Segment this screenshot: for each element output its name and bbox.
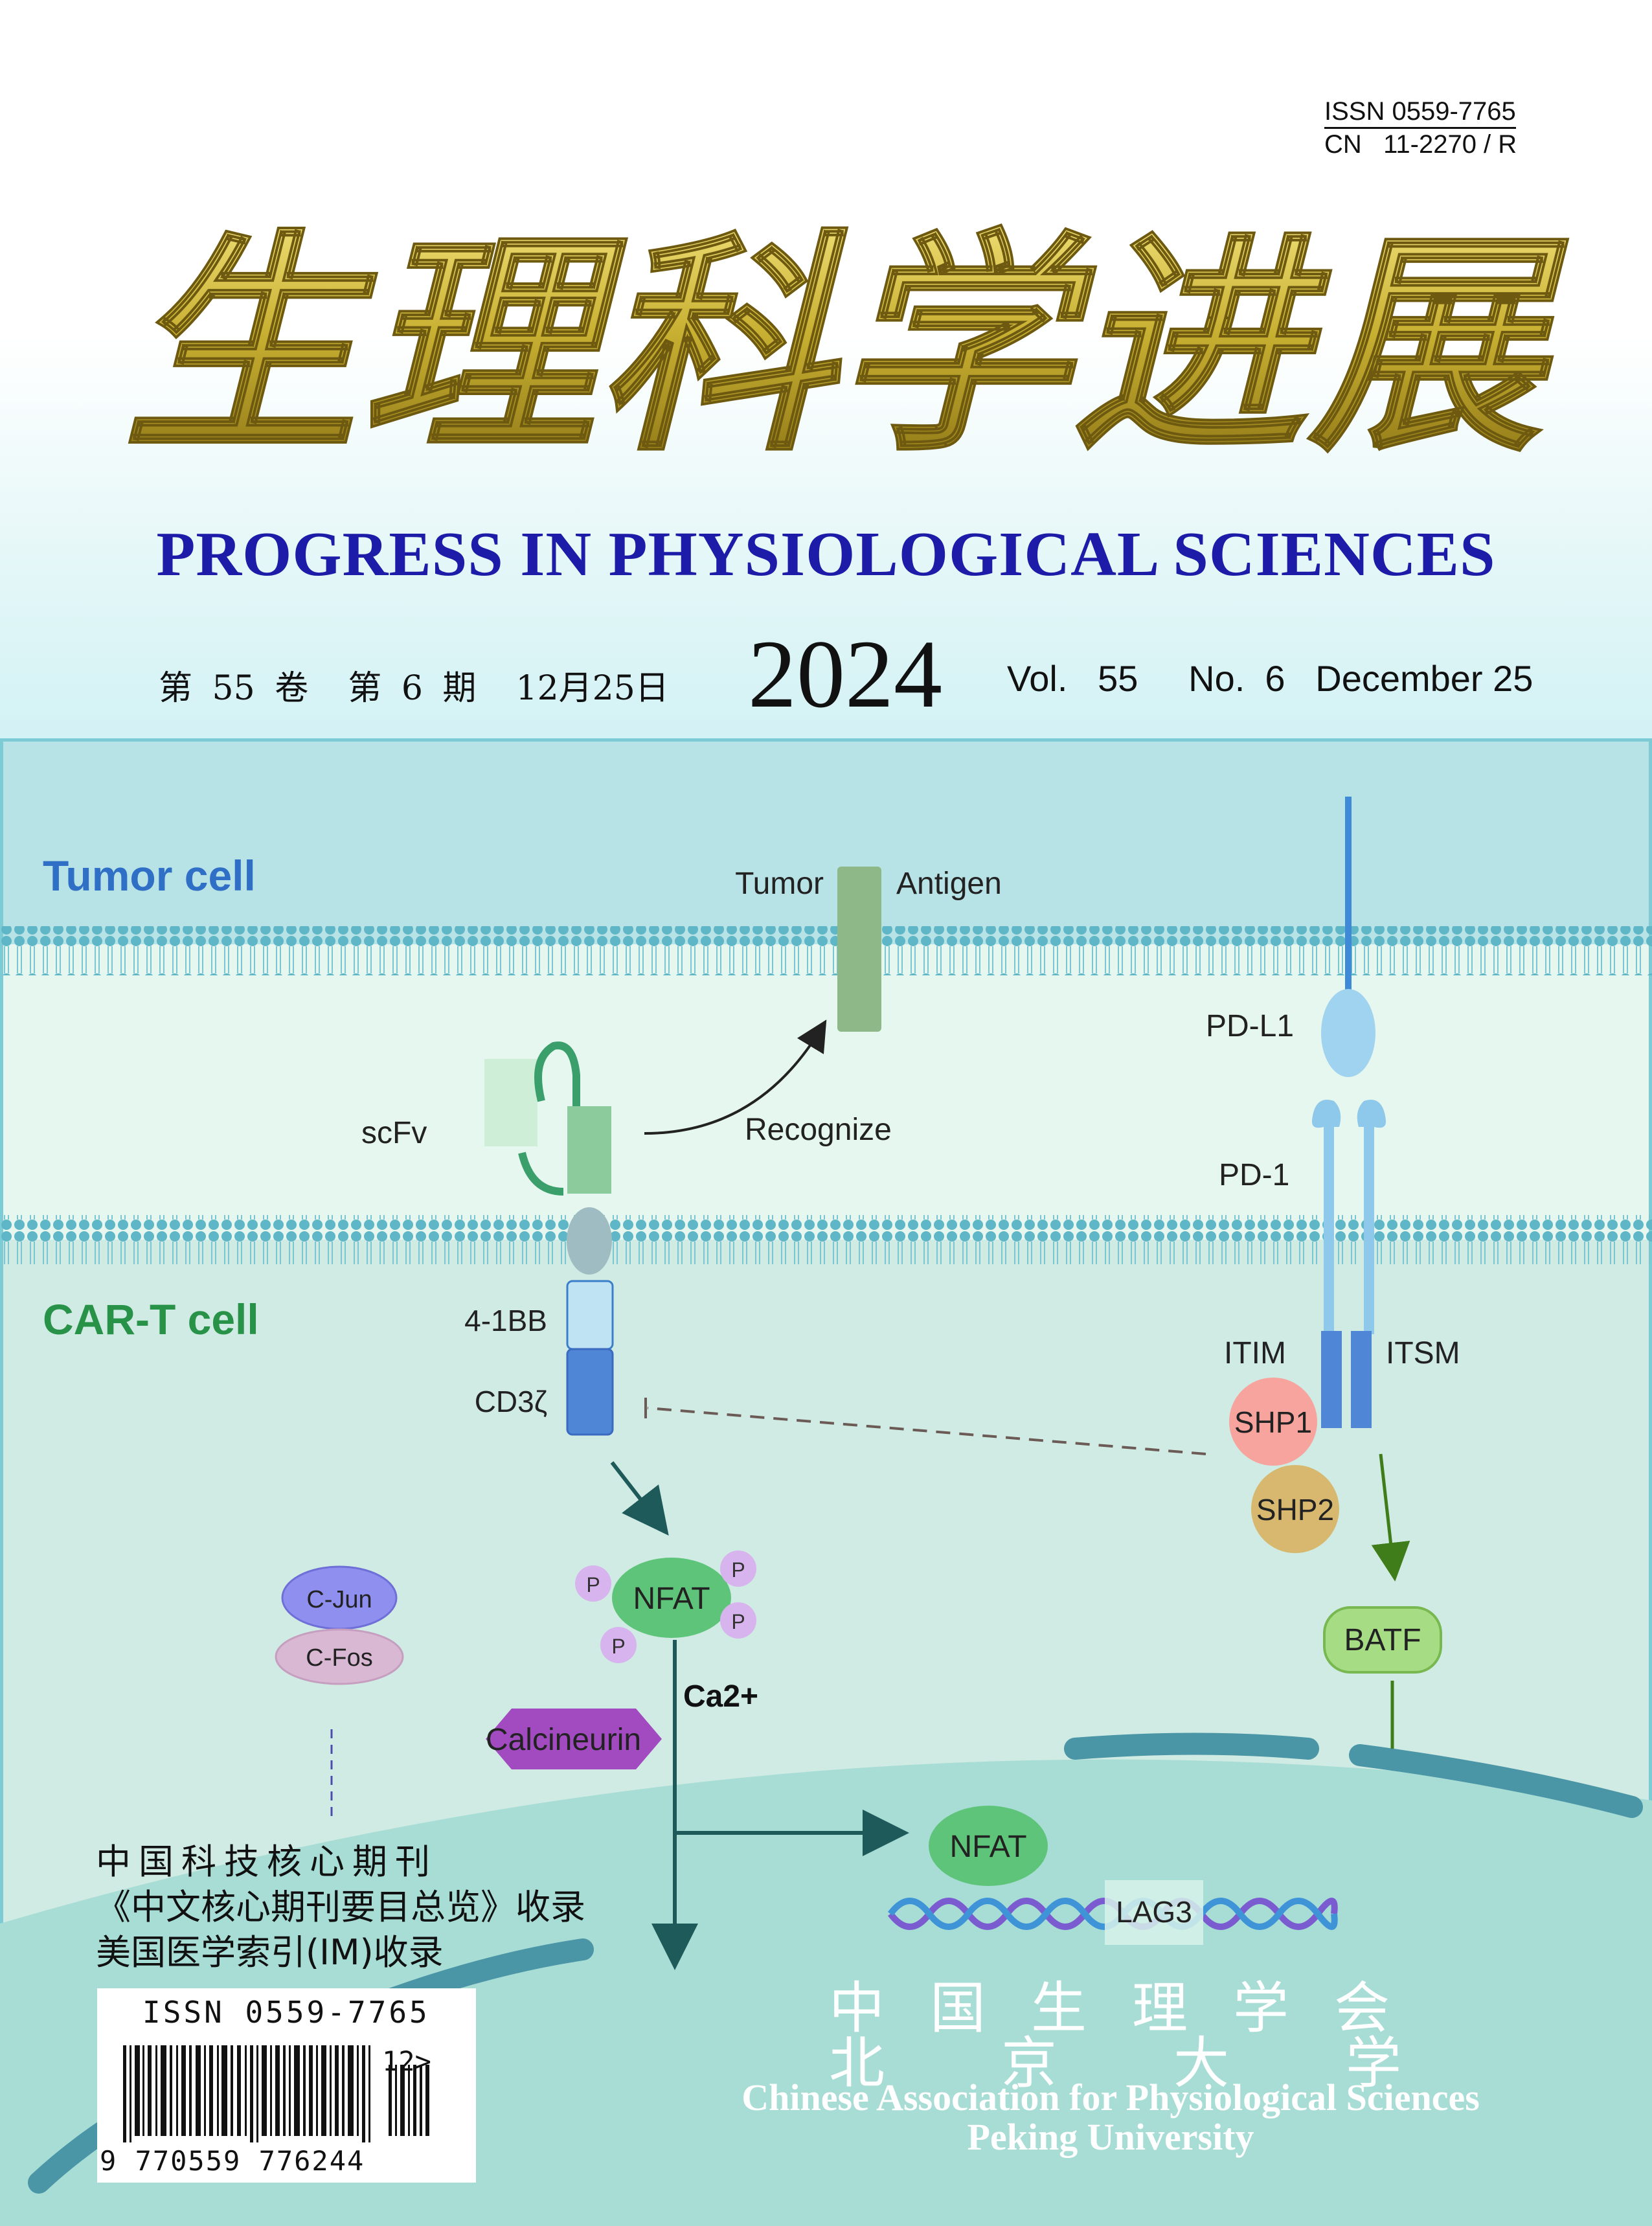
indexing-line-3: 美国医学索引(IM)收录 <box>96 1932 444 1973</box>
scfv-tail <box>518 1152 564 1196</box>
tumor-cell-label: Tumor cell <box>43 852 256 900</box>
calcineurin-label: Calcineurin <box>486 1723 641 1757</box>
tumor-antigen <box>837 867 881 1032</box>
nfat-nucleus <box>929 1806 1048 1886</box>
c-jun-label: C-Jun <box>306 1586 372 1613</box>
recognize-label: Recognize <box>745 1113 892 1147</box>
pd-1-to-batf-arrow <box>1371 1453 1410 1582</box>
pd-l1-label: PD-L1 <box>1206 1009 1294 1043</box>
publisher-cn-2: 北京大学 <box>829 2031 1518 2096</box>
shp2 <box>1251 1465 1339 1553</box>
cart-cell-membrane <box>0 1215 1652 1264</box>
issue-info-cn: 第 55 卷 第 6 期 12月25日 <box>159 669 669 708</box>
pd-l1-head <box>1321 989 1375 1077</box>
itsm-label: ITSM <box>1386 1336 1460 1370</box>
intercellular-space <box>0 944 1652 1240</box>
label-4-1bb: 4-1BB <box>464 1304 547 1337</box>
shp2-label: SHP2 <box>1256 1493 1334 1527</box>
barcode-issn: ISSN 0559-7765 <box>142 1995 430 2030</box>
indexing-line-2: 《中文核心期刊要目总览》收录 <box>96 1887 585 1927</box>
inhibition-line <box>647 1407 1206 1455</box>
issn-cn-block: ISSN 0559-7765 CN 11-2270 / R <box>1324 96 1517 160</box>
tumor-cell-region <box>0 738 1652 944</box>
barcode: ISSN 0559-7765 <box>97 1988 476 2183</box>
scfv-label: scFv <box>361 1116 427 1150</box>
itim-motif <box>1321 1331 1342 1428</box>
svg-text:P: P <box>611 1635 625 1658</box>
domain-cd3z <box>566 1348 614 1436</box>
itsm-motif <box>1351 1331 1372 1428</box>
shp1 <box>1229 1378 1317 1466</box>
calcium-label: Ca2+ <box>683 1679 758 1714</box>
batf-label: BATF <box>1344 1623 1421 1657</box>
journal-title-en: PROGRESS IN PHYSIOLOGICAL SCIENCES <box>156 519 1496 589</box>
shp1-label: SHP1 <box>1234 1405 1312 1439</box>
issue-year: 2024 <box>748 620 942 728</box>
batf <box>1323 1606 1442 1674</box>
tumor-cell-membrane <box>0 926 1652 975</box>
itim-label: ITIM <box>1224 1336 1286 1370</box>
scfv-linker <box>534 1041 580 1107</box>
nfat-cytoplasm-label: NFAT <box>633 1582 710 1616</box>
svg-text:P: P <box>731 1558 745 1582</box>
barcode-number: 9 770559 776244 <box>100 2145 365 2177</box>
journal-title-cn: 生理科学进展 <box>123 207 1568 484</box>
antigen-label: Antigen <box>896 867 1002 901</box>
issue-info-en: Vol. 55 No. 6 December 25 <box>1007 658 1533 699</box>
publisher-cn-1: 中国生理学会 <box>829 1976 1435 2041</box>
domain-4-1bb <box>566 1280 614 1350</box>
publisher-en-1: Chinese Association for Physiological Sc… <box>741 2076 1480 2118</box>
journal-indexing-info: 中国科技核心期刊 《中文核心期刊要目总览》收录 美国医学索引(IM)收录 <box>96 1839 585 1975</box>
cd3z-to-nfat-arrow <box>610 1461 669 1536</box>
issn-top: ISSN 0559-7765 <box>1324 96 1516 129</box>
nfat-cytoplasm <box>612 1558 731 1638</box>
svg-text:P: P <box>731 1610 745 1633</box>
lag3-gene-box <box>1105 1880 1203 1945</box>
cn-number: CN 11-2270 / R <box>1324 130 1517 159</box>
recognize-arrow <box>644 1019 827 1135</box>
indexing-line-1: 中国科技核心期刊 <box>96 1841 438 1882</box>
phosphate-groups: P P P P <box>575 1550 756 1663</box>
cart-cell-label: CAR-T cell <box>43 1295 259 1343</box>
barcode-addon: 12> <box>382 2045 431 2077</box>
pd-1-label: PD-1 <box>1219 1158 1289 1192</box>
scfv-heavy-chain <box>567 1106 611 1194</box>
scfv-light-chain <box>484 1059 537 1146</box>
hinge-domain <box>567 1207 612 1275</box>
calcineurin <box>486 1709 662 1769</box>
title-cn-text: 生理科学进展 <box>124 209 1568 483</box>
label-cd3z: CD3ζ <box>475 1385 547 1418</box>
pd-1-receptor <box>1311 1100 1386 1334</box>
c-fos <box>275 1628 404 1685</box>
lag3-label: LAG3 <box>1116 1895 1192 1929</box>
barcode-bars <box>123 2045 429 2142</box>
publisher-en-2: Peking University <box>967 2116 1254 2158</box>
tumor-label: Tumor <box>735 867 824 901</box>
c-fos-label: C-Fos <box>306 1644 372 1672</box>
nfat-nucleus-label: NFAT <box>949 1830 1026 1864</box>
svg-text:P: P <box>586 1573 600 1596</box>
